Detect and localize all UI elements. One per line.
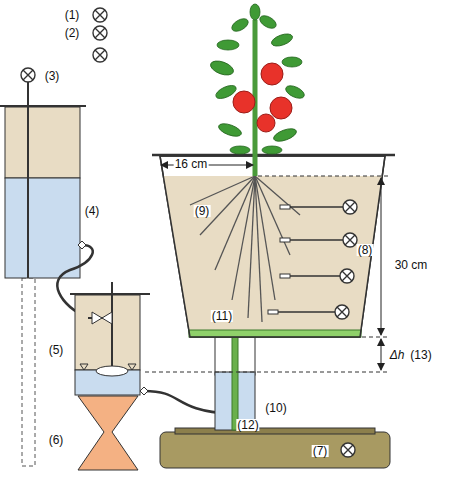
callout-label: (3): [45, 70, 60, 82]
callout-label: (2): [65, 27, 80, 39]
callout-label: (4): [85, 205, 100, 217]
callout-label: (9): [194, 205, 211, 217]
callout-label: (12): [236, 419, 259, 431]
callout-label: (6): [49, 434, 64, 446]
callout-label: (1): [65, 9, 80, 21]
callout-label: (8): [357, 244, 374, 256]
callout-label: (5): [49, 344, 64, 356]
callout-label: (10): [265, 402, 286, 414]
callout-label: (11): [211, 310, 233, 322]
callout-label: (13): [410, 349, 431, 361]
callout-label: (7): [312, 445, 329, 457]
callout-label: Δh: [390, 349, 405, 361]
callout-label: 30 cm: [394, 259, 429, 271]
callout-label: 16 cm: [174, 158, 209, 170]
